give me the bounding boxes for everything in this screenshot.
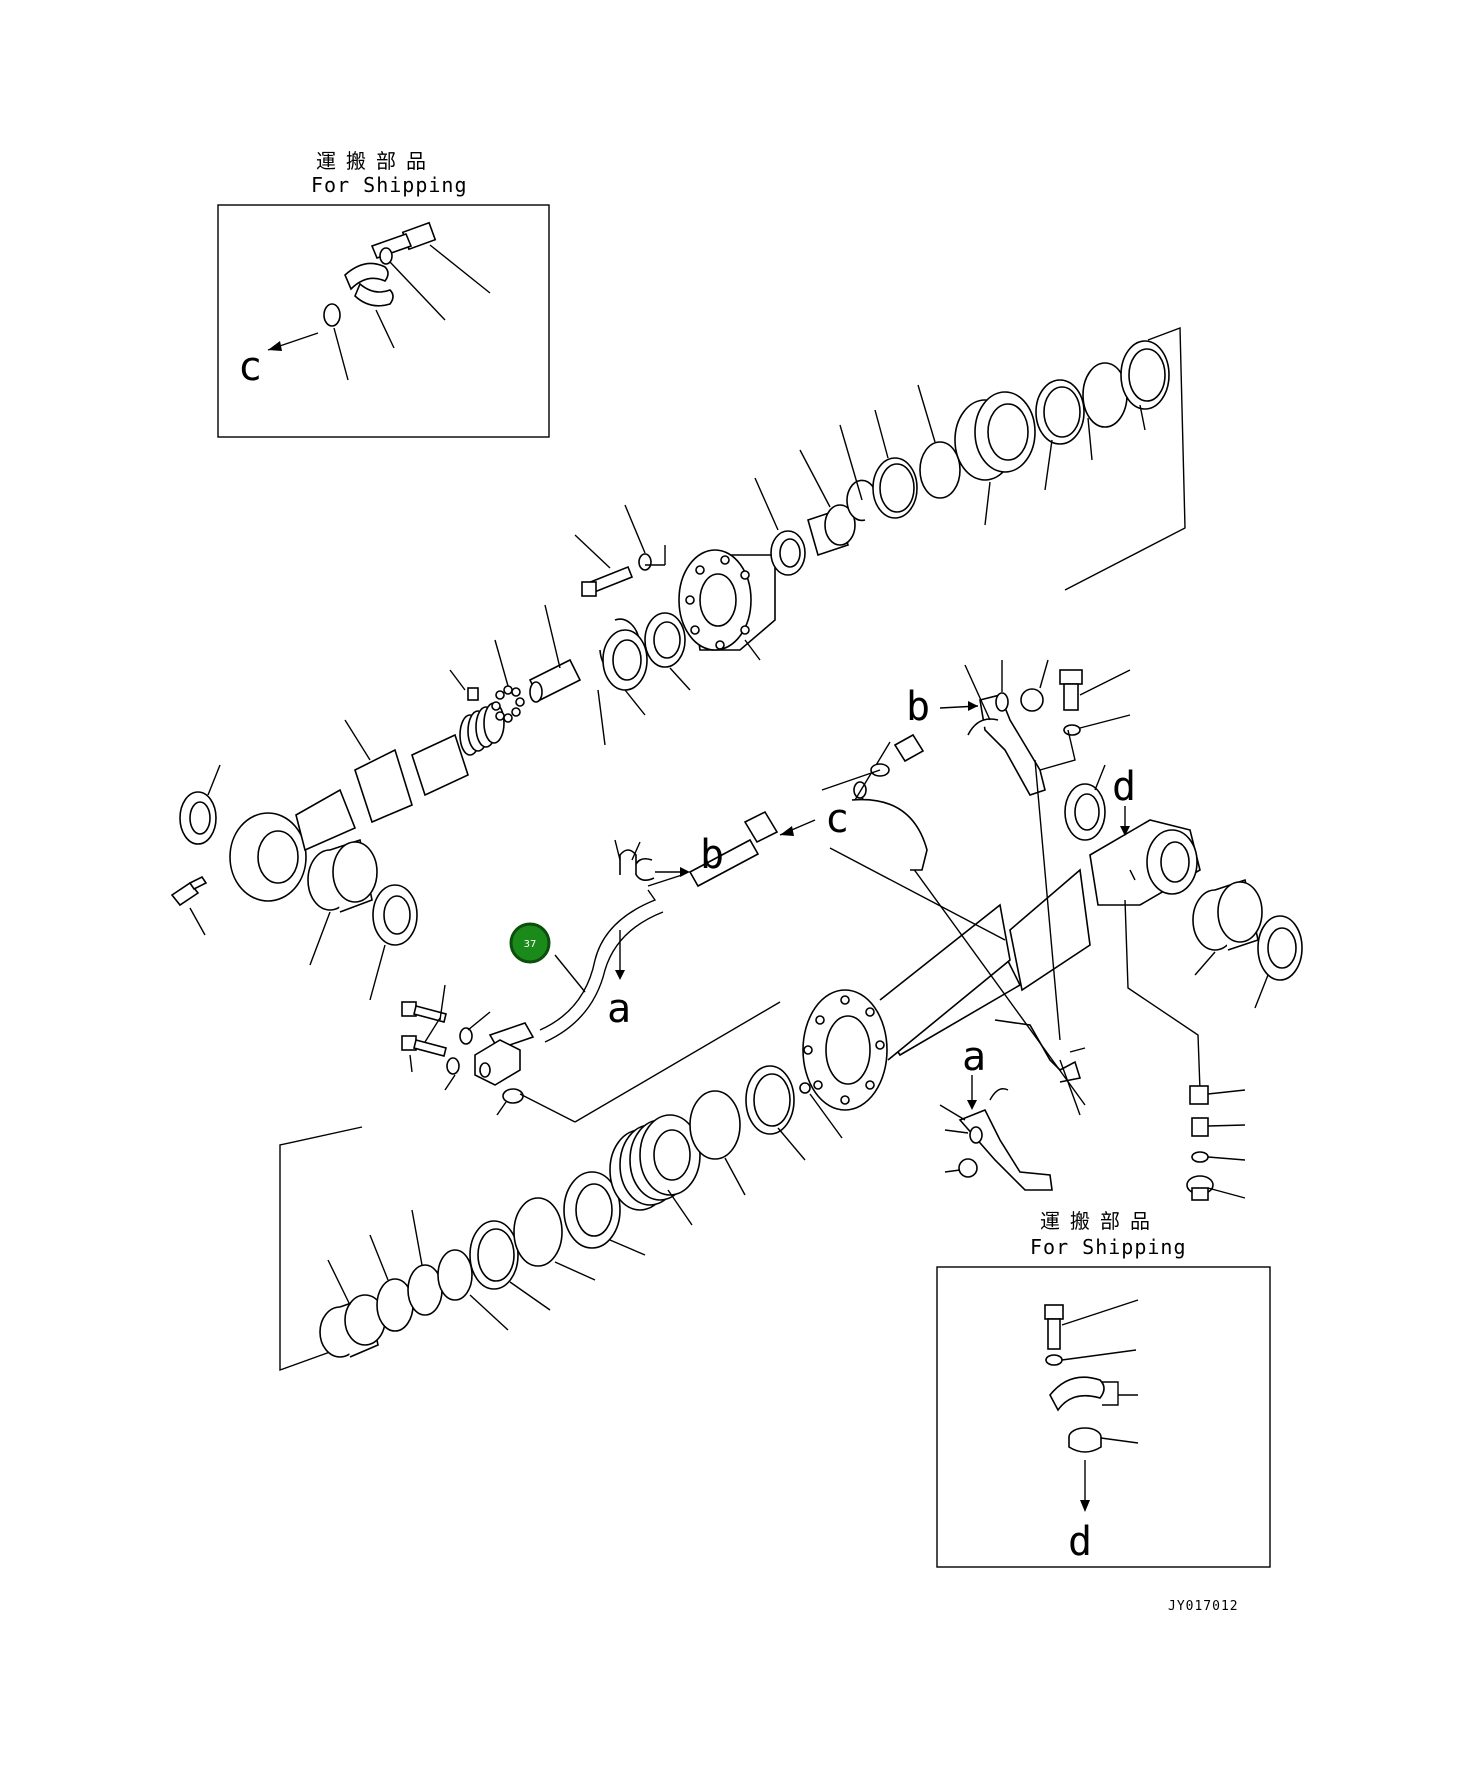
piston-rod-assembly: [170, 604, 691, 1001]
ref-letter-a1: a: [607, 986, 631, 1032]
flange-nut: [1020, 688, 1044, 712]
o-ring-head: [919, 441, 961, 499]
inset-bottom-clamp: [1049, 1376, 1105, 1412]
inset-top-clamp-lower: [354, 282, 394, 307]
grease-plug-set: [1186, 1085, 1246, 1201]
u-clamp: [633, 857, 655, 881]
hose-center: c b a: [401, 733, 928, 1123]
bracket-b-group: b: [906, 659, 1131, 796]
drawing-code: JY017012: [1168, 1599, 1239, 1614]
rod-bushing: [307, 838, 378, 966]
piston-ring: [689, 1090, 741, 1160]
set-screw: [467, 687, 479, 701]
piston-nut: [528, 604, 582, 703]
inset-bottom-washer: [1045, 1354, 1063, 1366]
steel-balls: [491, 639, 525, 723]
cushion-ring: [563, 1171, 646, 1256]
flange-o-ring: [502, 1088, 524, 1104]
callout-badge[interactable]: [509, 922, 551, 964]
hose-fitting: [688, 810, 779, 888]
seal-housing: [954, 391, 1036, 526]
head-washer: [638, 553, 652, 571]
inset-top-title-en: For Shipping: [311, 173, 468, 197]
ref-letter-a2: a: [962, 1034, 986, 1080]
hose-clip: [851, 798, 928, 871]
shipping-inset-top: 運搬部品 For Shipping c: [217, 149, 550, 438]
ref-letter-c1: c: [825, 796, 849, 842]
tube-seal-right: [1254, 915, 1303, 1009]
ref-letter-b1: b: [906, 684, 930, 730]
inset-top-clamp-upper: [344, 262, 389, 291]
tube-body: [879, 903, 1011, 1061]
inset-top-frame: [217, 204, 550, 438]
piston-rod: [354, 748, 413, 824]
inset-bottom-title-en: For Shipping: [1030, 1235, 1187, 1259]
ref-letter-d1: d: [1112, 764, 1136, 810]
o-ring-lower-3: [437, 1249, 473, 1301]
inset-bottom-title-jp: 運搬部品: [1040, 1209, 1160, 1233]
hydraulic-pipe: [539, 889, 657, 1031]
tube-bushing-right: [1192, 878, 1263, 976]
bracket-bolt: [1059, 669, 1131, 711]
bottom-nut: [319, 1259, 386, 1358]
piston-parts-lower: [279, 1065, 843, 1371]
flange-block: [474, 1039, 521, 1086]
tube-end-bushing: [1064, 764, 1106, 841]
o-ring-lower-2: [407, 1264, 443, 1316]
wear-ring-lower: [513, 1197, 563, 1267]
callout-number: 37: [524, 939, 537, 950]
inset-top-title-jp: 運搬部品: [316, 149, 436, 173]
ref-letter-b2: b: [700, 832, 724, 878]
inset-bottom-frame: [936, 1266, 1271, 1568]
grease-fitting: [170, 875, 208, 936]
bracket-a-group: a: [939, 1019, 1086, 1191]
clip-bolt: [893, 733, 925, 763]
head-seals: [754, 326, 1186, 591]
inset-top-ring: [323, 303, 341, 327]
rod-thread: [459, 702, 505, 756]
ref-letter-d-inset: d: [1068, 1519, 1092, 1565]
tube-clamp-upper: [994, 1019, 1082, 1083]
u-bolt: [619, 849, 637, 875]
flange-bolts: [401, 984, 447, 1073]
ref-letter-c-inset: c: [238, 344, 262, 390]
inset-top-washer: [379, 247, 393, 265]
inset-bottom-bolt: [1044, 1299, 1139, 1350]
piston: [609, 1114, 701, 1226]
shipping-inset-bottom: 運搬部品 For Shipping d: [936, 1209, 1271, 1568]
cylinder-head: [574, 504, 776, 661]
plug-small: [799, 1082, 811, 1094]
tube-clamp-lower: [958, 1108, 1053, 1191]
cylinder-tube: [802, 819, 1201, 1111]
callout-37[interactable]: 37: [509, 922, 586, 993]
